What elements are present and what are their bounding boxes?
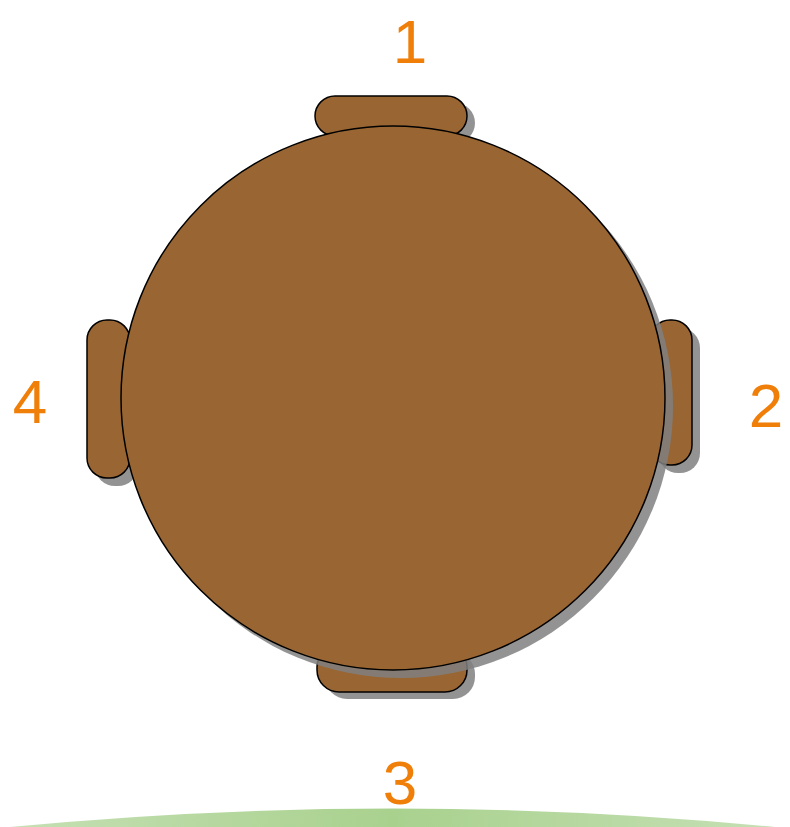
callout-number: 3 (383, 752, 417, 814)
round-table (121, 126, 665, 670)
chairs (87, 96, 692, 692)
callout-number: 1 (393, 11, 427, 73)
chair-shadows (95, 103, 700, 699)
callout-number: 4 (13, 371, 47, 433)
callout-number: 2 (749, 375, 783, 437)
